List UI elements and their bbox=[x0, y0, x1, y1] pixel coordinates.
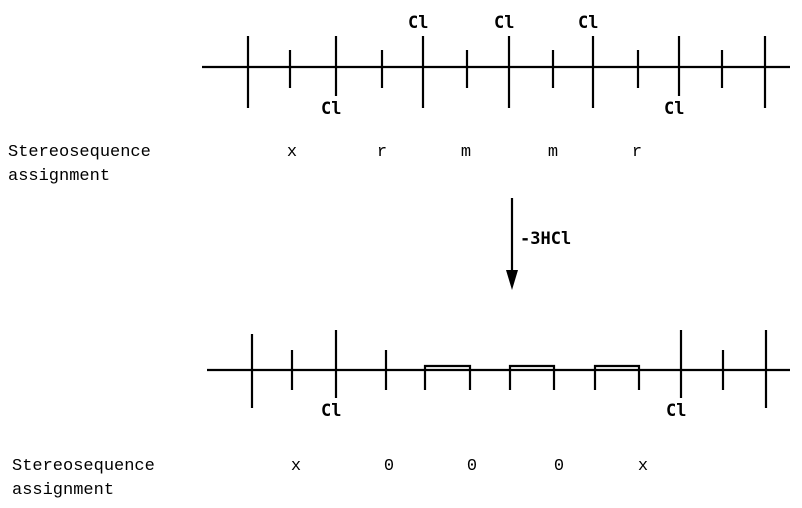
top-seq-symbol-3: m bbox=[461, 143, 471, 162]
top-cl-above-3: Cl bbox=[578, 13, 598, 33]
bridge-2 bbox=[508, 364, 556, 390]
bottom-cl-below-1: Cl bbox=[321, 401, 341, 421]
top-cl-below-2: Cl bbox=[664, 99, 684, 119]
top-seq-symbol-2: r bbox=[377, 143, 387, 162]
top-chain bbox=[202, 36, 790, 108]
bottom-assignment-label-line2: assignment bbox=[12, 481, 114, 500]
top-cl-above-2: Cl bbox=[494, 13, 514, 33]
top-cl-above-1: Cl bbox=[408, 13, 428, 33]
top-assignment-label-line2: assignment bbox=[8, 167, 110, 186]
bridge-3 bbox=[593, 364, 641, 390]
bridge-1 bbox=[423, 364, 472, 390]
bottom-seq-symbol-1: x bbox=[291, 457, 301, 476]
top-seq-symbol-1: x bbox=[287, 143, 297, 162]
bottom-seq-symbol-4: 0 bbox=[554, 457, 564, 476]
reaction-label: -3HCl bbox=[520, 229, 571, 249]
top-seq-symbol-5: r bbox=[632, 143, 642, 162]
bottom-seq-symbol-3: 0 bbox=[467, 457, 477, 476]
bottom-cl-below-2: Cl bbox=[666, 401, 686, 421]
bridge-group bbox=[423, 364, 641, 390]
reaction-arrow bbox=[506, 198, 518, 290]
bottom-seq-symbol-2: 0 bbox=[384, 457, 394, 476]
top-seq-symbol-4: m bbox=[548, 143, 558, 162]
bottom-assignment-label-line1: Stereosequence bbox=[12, 457, 155, 476]
bottom-chain bbox=[207, 330, 790, 408]
top-cl-below-1: Cl bbox=[321, 99, 341, 119]
top-assignment-label-line1: Stereosequence bbox=[8, 143, 151, 162]
bottom-seq-symbol-5: x bbox=[638, 457, 648, 476]
reaction-arrow-head bbox=[506, 270, 518, 290]
